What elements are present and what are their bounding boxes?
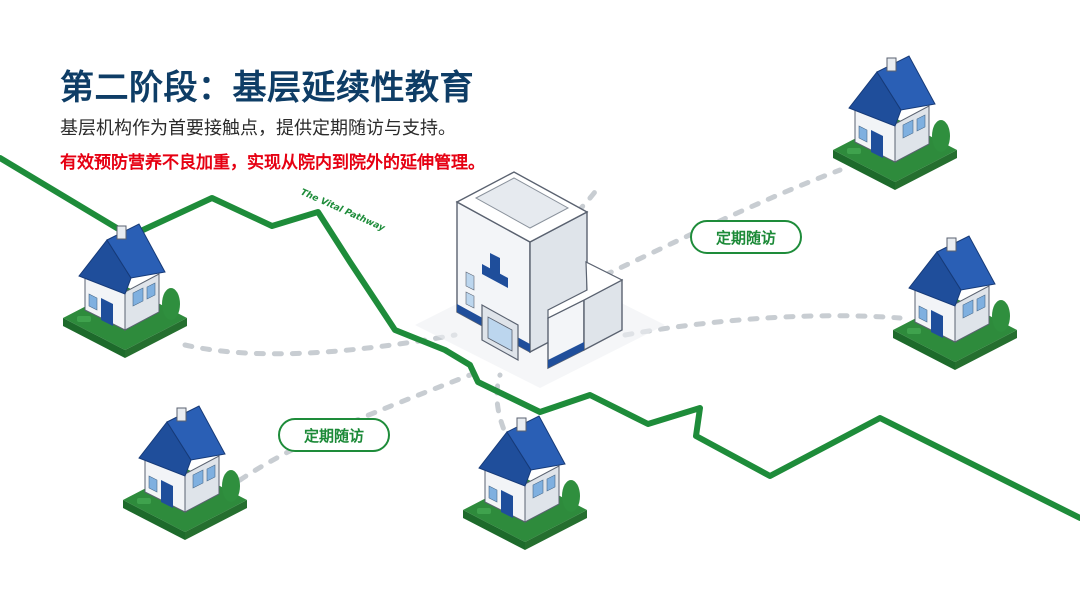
house-icon-top-right [832, 55, 958, 191]
key-message: 有效预防营养不良加重，实现从院内到院外的延伸管理。 [60, 153, 485, 173]
hospital-icon [415, 171, 665, 388]
page-subtitle: 基层机构作为首要接触点，提供定期随访与支持。 [60, 118, 456, 139]
house-icon-left [62, 223, 188, 359]
vital-pathway-line [0, 155, 1080, 521]
followup-badge-left: 定期随访 [278, 418, 390, 452]
house-icon-right [892, 235, 1018, 371]
trail-right-house [622, 313, 903, 338]
page-title: 第二阶段：基层延续性教育 [60, 68, 474, 108]
house-icon-bottom [462, 415, 588, 551]
followup-badge-right: 定期随访 [690, 220, 802, 254]
house-icon-bottom-left [122, 405, 248, 541]
